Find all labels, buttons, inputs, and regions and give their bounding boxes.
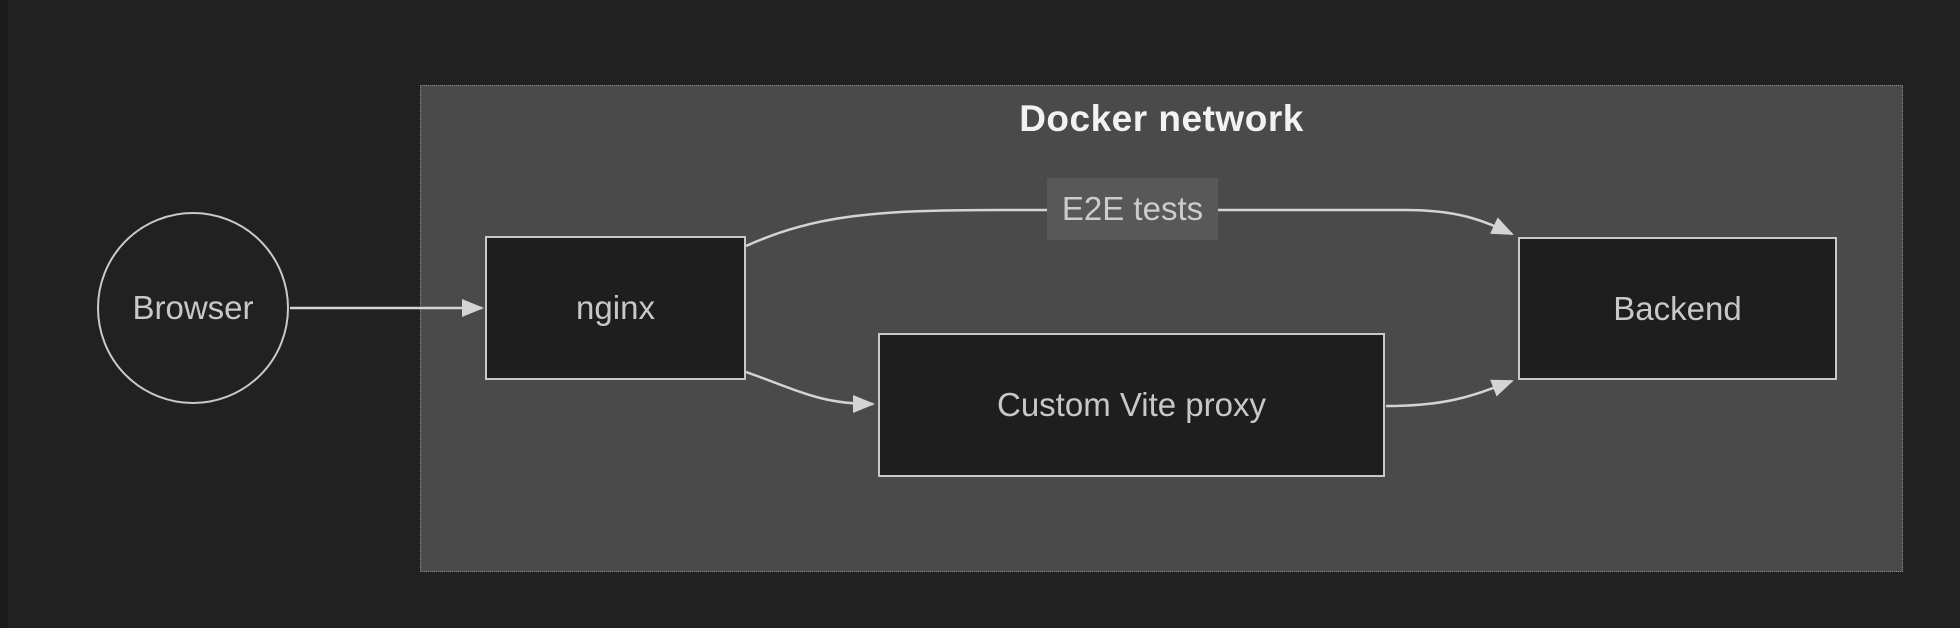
backend-node: Backend: [1518, 237, 1837, 380]
nginx-node-label: nginx: [576, 289, 655, 326]
edge-label-e2e-tests-text: E2E tests: [1061, 190, 1204, 227]
edge-nginx-to-backend: [745, 208, 1514, 248]
edge-label-e2e-tests: E2E tests: [1047, 178, 1218, 240]
backend-node-label: Backend: [1613, 289, 1742, 327]
browser-node: Browser: [97, 212, 289, 404]
subgraph-title: Docker network: [1019, 98, 1304, 139]
vite-proxy-node: Custom Vite proxy: [878, 333, 1385, 477]
window-edge: [0, 0, 8, 628]
edge-vite-proxy-to-backend: [1385, 379, 1514, 408]
browser-node-label: Browser: [132, 289, 254, 326]
vite-proxy-node-label: Custom Vite proxy: [997, 386, 1266, 423]
nginx-node: nginx: [485, 236, 746, 380]
edge-nginx-to-vite-proxy: [745, 370, 875, 413]
